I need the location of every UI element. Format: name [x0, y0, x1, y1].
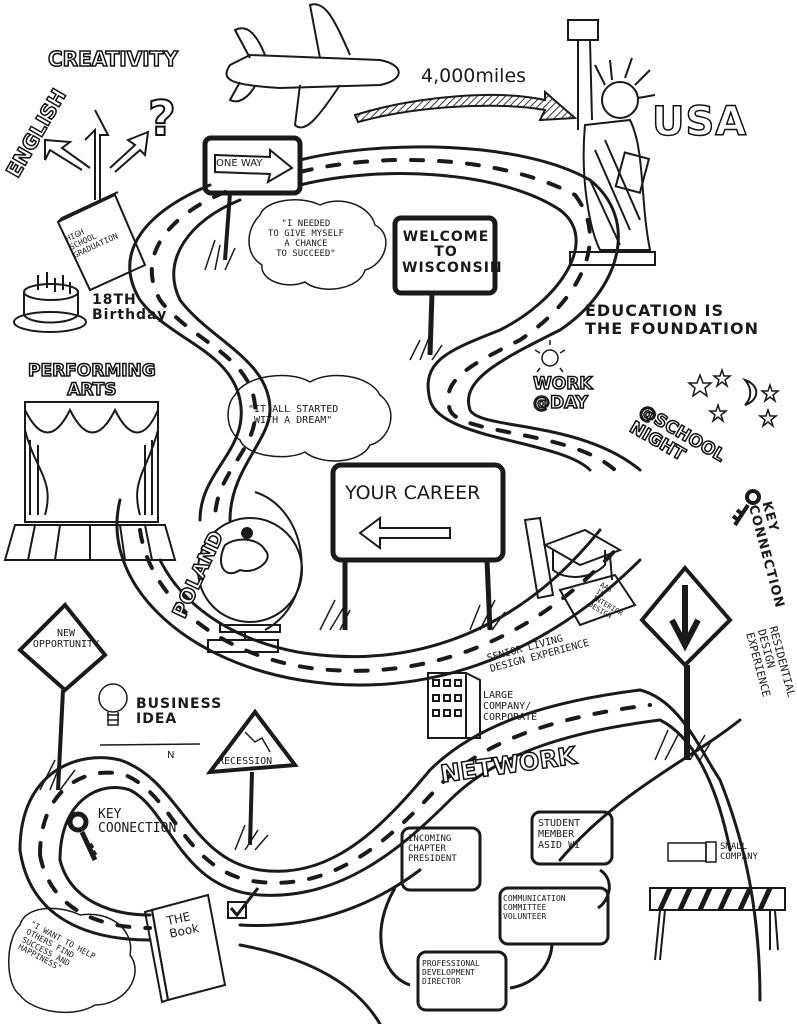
key-icon-right: [731, 489, 761, 527]
key-icon-left: [67, 811, 98, 862]
professional-development-label: PROFESSIONAL DEVELOPMENT DIRECTOR: [422, 959, 480, 986]
airplane-icon: [225, 3, 400, 129]
one-way-sign-icon: [202, 135, 303, 261]
quote-cloud-help: [8, 907, 136, 1014]
quote-cloud-chance: [248, 199, 387, 290]
building-icon: [427, 672, 481, 739]
globe-icon: [197, 491, 303, 653]
your-career-label: YOUR CAREER: [345, 482, 481, 504]
cake-icon: [13, 272, 87, 333]
graduation-cap-icon: [542, 528, 637, 627]
book-icon: [56, 191, 147, 292]
star-icon: [686, 367, 781, 429]
the-book-icon: [143, 893, 227, 1004]
creativity-label: CREATIVITY: [47, 47, 178, 71]
road-bottom: [18, 688, 762, 1024]
sun-icon: [534, 340, 566, 373]
incoming-president-label: INCOMING CHAPTER PRESIDENT: [408, 834, 457, 864]
quote-chance: "I NEEDED TO GIVE MYSELF A CHANCE TO SUC…: [268, 219, 344, 259]
crossroads-arrows-icon: [44, 109, 150, 200]
key-connection-left-label: KEY COONECTION: [98, 807, 177, 837]
student-member-label: STUDENT MEMBER ASID WI: [538, 818, 581, 851]
barricade-icon: [649, 886, 786, 961]
merge-sign-icon: [639, 564, 733, 760]
large-company-label: LARGE COMPANY/ CORPORATE: [483, 690, 538, 723]
grass-tufts: [39, 239, 713, 851]
quote-cloud-dream: [227, 374, 392, 462]
business-idea-label: BUSINESS IDEA: [136, 696, 223, 728]
network-boxes: [400, 810, 614, 1012]
moon-icon: [741, 377, 758, 406]
new-opportunity-label: NEW OPPORTUNITY: [32, 628, 100, 650]
question-mark-icon: ?: [148, 91, 176, 147]
work-day-label: WORK @DAY: [532, 374, 593, 413]
quote-dream: "IT ALL STARTED WITH A DREAM": [248, 404, 339, 426]
recession-label: RECESSION: [218, 756, 273, 767]
arrow-icon: [353, 89, 578, 124]
lightbulb-icon: [98, 683, 128, 726]
miles-label: 4,000miles: [421, 65, 527, 87]
one-way-label: ONE WAY: [216, 158, 263, 169]
business-underline: [99, 743, 201, 746]
welcome-sign-icon: [392, 215, 498, 356]
small-company-label: SMALL COMPANY: [720, 842, 758, 862]
business-n-label: N: [167, 750, 175, 761]
usa-label: USA: [651, 99, 748, 145]
education-label: EDUCATION IS THE FOUNDATION: [585, 301, 759, 338]
new-opportunity-sign-icon: [17, 602, 108, 791]
birthday-label: 18TH Birthday: [92, 292, 168, 324]
communication-label: COMMUNICATION COMMITTEE VOLUNTEER: [503, 894, 566, 921]
checkbox-icon: [227, 887, 260, 919]
stage-curtain-icon: [3, 401, 177, 561]
small-building-icon: [667, 841, 717, 863]
diploma-icon: [523, 516, 555, 600]
network-arrows: [379, 868, 611, 990]
road-dashes: [38, 157, 652, 930]
welcome-label: WELCOME TO WISCONSIN: [402, 229, 503, 276]
performing-arts-label: PERFORMING ARTS: [27, 361, 156, 400]
statue-of-liberty-icon: [567, 19, 656, 266]
recession-sign-icon: [205, 708, 299, 846]
